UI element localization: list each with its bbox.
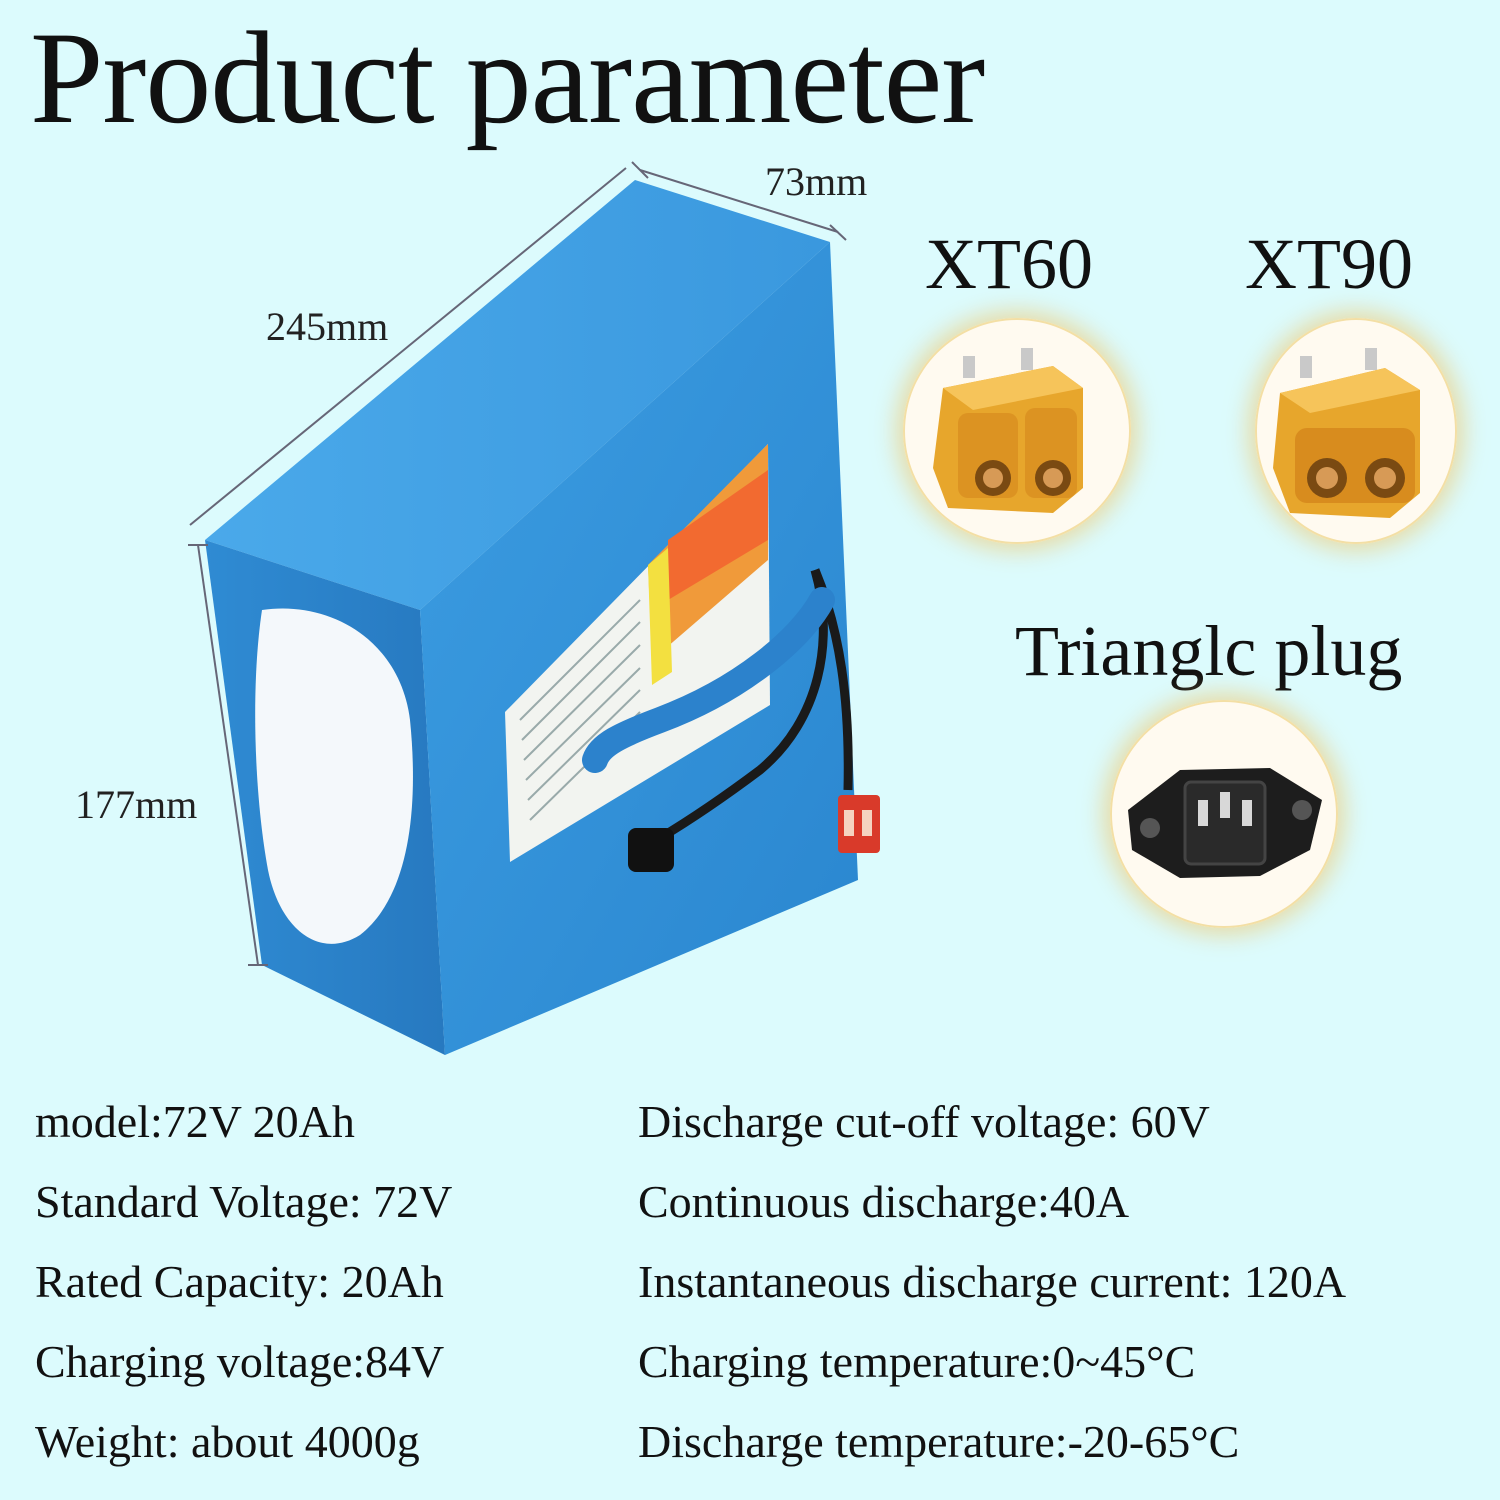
connector-label-triangle-plug: Trianglc plug — [1015, 611, 1403, 691]
spec-discharge-cutoff-voltage: Discharge cut-off voltage: 60V — [638, 1096, 1210, 1147]
spec-rated-capacity: Rated Capacity: 20Ah — [35, 1256, 444, 1307]
specs-right-column: Discharge cut-off voltage: 60V Continuou… — [638, 1082, 1346, 1482]
dimension-height-label: 177mm — [75, 782, 197, 827]
xt60-connector-image — [903, 318, 1131, 544]
white-patch — [255, 608, 413, 944]
battery-top-face — [205, 180, 830, 610]
xt90-connector-icon — [1273, 348, 1420, 518]
t-plug — [838, 795, 880, 853]
dc-barrel-plug — [628, 828, 674, 872]
specs-left-column: model:72V 20Ah Standard Voltage: 72V Rat… — [35, 1082, 452, 1482]
spec-discharge-temperature: Discharge temperature:-20-65°C — [638, 1416, 1240, 1467]
battery-figure: 73mm 245mm 177mm — [75, 159, 880, 1055]
cable-black — [657, 568, 828, 842]
dim-line-length — [189, 167, 627, 526]
spec-continuous-discharge: Continuous discharge:40A — [638, 1176, 1130, 1227]
triangle-plug-icon — [1128, 768, 1322, 878]
dimension-depth-label: 73mm — [765, 159, 867, 204]
dim-line-height — [197, 544, 259, 966]
xt60-connector-icon — [933, 348, 1083, 513]
spec-charging-voltage: Charging voltage:84V — [35, 1336, 445, 1387]
dimension-length-label: 245mm — [266, 304, 388, 349]
connector-label-xt90: XT90 — [1245, 224, 1413, 304]
connector-label-xt60: XT60 — [925, 224, 1093, 304]
spec-instantaneous-discharge-current: Instantaneous discharge current: 120A — [638, 1256, 1347, 1307]
triangle-plug-image — [1110, 700, 1338, 928]
spec-standard-voltage: Standard Voltage: 72V — [35, 1176, 453, 1227]
spec-charging-temperature: Charging temperature:0~45°C — [638, 1336, 1196, 1387]
page-title: Product parameter — [30, 4, 985, 151]
dim-line-depth — [639, 169, 839, 233]
spec-model: model:72V 20Ah — [35, 1096, 355, 1147]
xt90-connector-image — [1255, 318, 1457, 544]
spec-weight: Weight: about 4000g — [35, 1416, 420, 1467]
